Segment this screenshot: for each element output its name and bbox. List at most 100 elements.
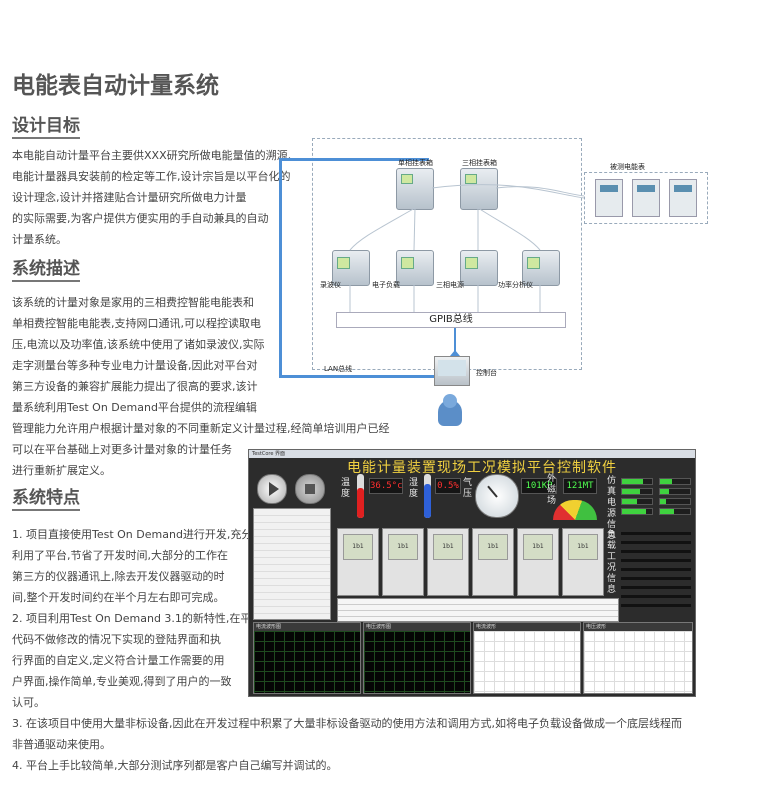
graph-voltage: 电压波形 (583, 622, 693, 694)
desc-line: 量系统利用Test On Demand平台提供的流程编辑 (12, 401, 257, 414)
features-line: 2. 项目利用Test On Demand 3.1的新特性,在平台 (12, 612, 263, 625)
channel-lcd: 1b1 (343, 534, 373, 560)
result-table[interactable] (337, 598, 619, 622)
channel-lcd: 1b1 (568, 534, 598, 560)
pressure-label: 气压 (463, 478, 473, 499)
play-button[interactable] (257, 474, 287, 504)
features-line: 1. 项目直接使用Test On Demand进行开发,充分 (12, 528, 253, 541)
instrument-label: 功率分析仪 (498, 281, 533, 289)
instrument-load (396, 250, 434, 286)
goal-paragraph: 本电能自动计量平台主要供XXX研究所做电能量值的溯源, 电能计量器具安装前的检定… (12, 145, 291, 250)
goal-line: 的实际需要,为客户提供方便实用的手自动兼具的自动 (12, 212, 269, 225)
play-icon (269, 482, 279, 496)
goal-line: 设计理念,设计并搭建贴合计量研究所做电力计量 (12, 191, 247, 204)
features-line: 间,整个开发时间约在半个月左右即可完成。 (12, 591, 225, 604)
console-computer (434, 356, 470, 386)
stop-button[interactable] (295, 474, 325, 504)
pressure-value: 101KP (521, 478, 557, 494)
source-bar (621, 498, 653, 505)
channel-card: 1b1 (562, 528, 604, 596)
channel-card: 1b1 (472, 528, 514, 596)
features-line: 4. 平台上手比较简单,大部分测试序列都是客户自己编写并调试的。 (12, 759, 338, 772)
desc-line: 该系统的计量对象是家用的三相费控智能电能表和 (12, 296, 254, 309)
channel-card: 1b1 (517, 528, 559, 596)
features-paragraph: 1. 项目直接使用Test On Demand进行开发,充分 利用了平台,节省了… (12, 524, 682, 776)
field-label: 外磁场 (547, 474, 557, 506)
user-head-icon (443, 394, 457, 408)
channel-lcd: 1b1 (523, 534, 553, 560)
desc-line: 第三方设备的兼容扩展能力提出了很高的要求,该计 (12, 380, 258, 393)
pressure-dial (475, 474, 519, 518)
source-bar (659, 478, 691, 485)
software-panel: TestCore 界面 电能计量装置现场工况模拟平台控制软件 温度 36.5°c… (248, 449, 696, 697)
humidity-gauge (424, 474, 431, 518)
desc-line: 走字测量台等多种专业电力计量设备,因此对平台对 (12, 359, 258, 372)
console-label: 控制台 (476, 369, 497, 377)
instrument-label: 电子负载 (372, 281, 400, 289)
desc-paragraph: 该系统的计量对象是家用的三相费控智能电能表和 单相费控智能电能表,支持网口通讯,… (12, 292, 390, 481)
cabinet-1 (396, 168, 434, 210)
instrument-power (460, 250, 498, 286)
field-value: 121MT (563, 478, 597, 494)
sequence-tree[interactable] (253, 508, 331, 620)
temp-thermometer (357, 474, 364, 518)
features-line: 3. 在该项目中使用大量非标设备,因此在开发过程中积累了大量非标设备驱动的使用方… (12, 717, 682, 730)
stop-icon (305, 484, 315, 494)
channel-lcd: 1b1 (388, 534, 418, 560)
section-heading-goal: 设计目标 (12, 116, 80, 139)
features-line: 户界面,操作简单,专业美观,得到了用户的一致 (12, 675, 232, 688)
temp-value: 36.5°c (369, 478, 403, 494)
desc-line: 压,电流以及功率值,该系统中使用了诸如录波仪,实际 (12, 338, 265, 351)
graph-current: 电流波形 (473, 622, 581, 694)
features-line: 认可。 (12, 696, 45, 709)
features-line: 利用了平台,节省了开发时间,大部分的工作在 (12, 549, 228, 562)
graph-caption: 电流波形图 (254, 623, 360, 631)
desc-line: 管理能力允许用户根据计量对象的不同重新定义计量过程,经简单培训用户已经 (12, 422, 390, 435)
graph-voltage-wave: 电压波形图 (363, 622, 471, 694)
features-line: 非普通驱动来使用。 (12, 738, 111, 751)
section-heading-features: 系统特点 (12, 488, 80, 511)
cabinet-1-label: 单相挂表箱 (398, 159, 433, 167)
lan-line-bottom (279, 375, 449, 378)
meter-2 (632, 179, 660, 217)
instrument-label: 三相电源 (436, 281, 464, 289)
features-line: 代码不做修改的情况下实现的登陆界面和执 (12, 633, 221, 646)
goal-line: 电能计量器具安装前的检定等工作,设计宗旨是以平台化的 (12, 170, 291, 183)
humidity-value: 0.5% (435, 478, 461, 494)
source-bar (659, 488, 691, 495)
goal-line: 本电能自动计量平台主要供XXX研究所做电能量值的溯源, (12, 149, 292, 162)
meters-label: 被测电能表 (610, 163, 645, 171)
source-bar (621, 488, 653, 495)
instrument-label: 录波仪 (320, 281, 341, 289)
desc-line: 进行重新扩展定义。 (12, 464, 111, 477)
field-gauge (553, 500, 597, 520)
graph-current-wave: 电流波形图 (253, 622, 361, 694)
software-title: 电能计量装置现场工况模拟平台控制软件 (347, 460, 617, 476)
load-info-grid (621, 526, 691, 610)
source-bar (621, 508, 653, 515)
meter-1 (595, 179, 623, 217)
meters-box (584, 172, 708, 224)
lan-line-vertical (279, 158, 282, 378)
load-info-label: 负载工况信息 (607, 530, 617, 595)
instrument-analyzer (522, 250, 560, 286)
source-bar (621, 478, 653, 485)
source-bar (659, 498, 691, 505)
desc-line: 可以在平台基础上对更多计量对象的计量任务 (12, 443, 232, 456)
software-window-bar: TestCore 界面 (249, 450, 695, 458)
section-heading-desc: 系统描述 (12, 259, 80, 282)
features-line: 行界面的自定义,定义符合计量工作需要的用 (12, 654, 225, 667)
source-info-label: 仿真电源信息 (607, 476, 617, 541)
lan-label: LAN总线 (324, 365, 353, 373)
page-title: 电能表自动计量系统 (12, 73, 219, 99)
channel-card: 1b1 (427, 528, 469, 596)
features-line: 第三方的仪器通讯上,除去开发仪器驱动的时 (12, 570, 225, 583)
graph-caption: 电压波形图 (364, 623, 470, 631)
cabinet-2 (460, 168, 498, 210)
temp-label: 温度 (341, 478, 351, 499)
goal-line: 计量系统。 (12, 233, 67, 246)
channel-card: 1b1 (337, 528, 379, 596)
meter-3 (669, 179, 697, 217)
humidity-label: 湿度 (409, 478, 419, 499)
source-bar (659, 508, 691, 515)
